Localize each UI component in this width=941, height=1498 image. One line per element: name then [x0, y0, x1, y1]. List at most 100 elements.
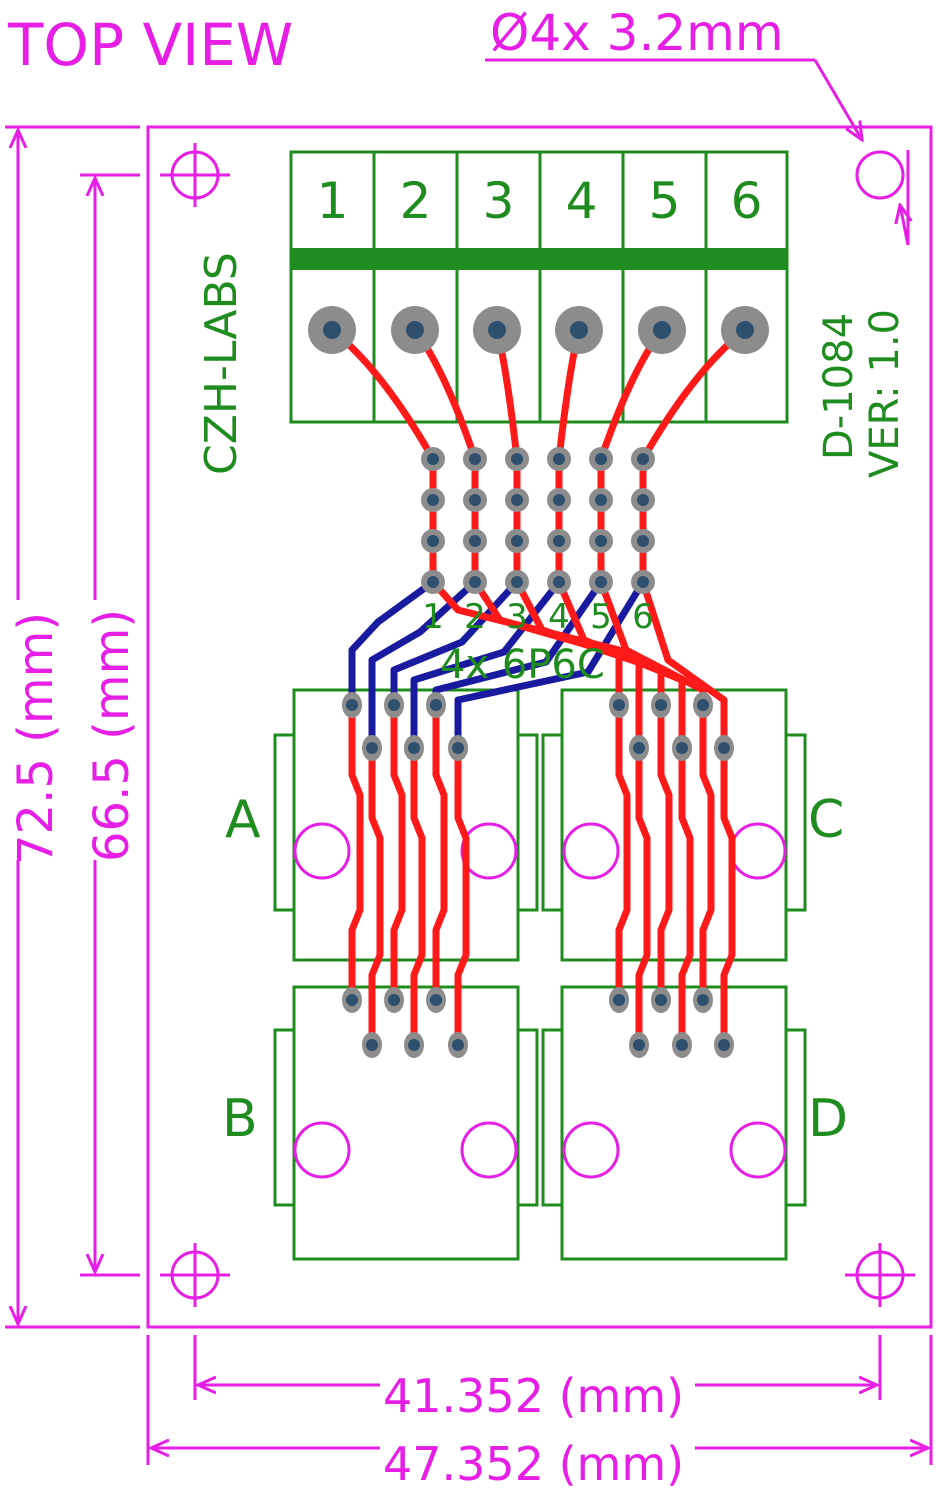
drill-hole	[595, 535, 607, 547]
drill-hole	[553, 453, 565, 465]
jack-hole-icon	[562, 822, 620, 880]
drill-hole	[718, 1039, 730, 1051]
jack-b: B	[222, 985, 539, 1261]
drill-hole	[408, 742, 420, 754]
jack-c: C	[541, 688, 844, 962]
trace	[635, 744, 651, 1049]
inner-height-dimension: 66.5 (mm)	[80, 173, 140, 1277]
outer-width-dimension: 47.352 (mm)	[146, 1335, 933, 1491]
terminal-number: 6	[731, 172, 763, 230]
drill-hole	[637, 494, 649, 506]
inner-height-label: 66.5 (mm)	[84, 609, 140, 862]
drill-hole	[346, 994, 358, 1006]
terminal-number: 2	[400, 172, 432, 230]
header-pin-number: 2	[464, 597, 486, 637]
jack-b-label: B	[222, 1089, 258, 1149]
jack-hole-icon	[460, 822, 518, 880]
jack-hole-icon	[460, 1121, 518, 1179]
drill-hole	[469, 494, 481, 506]
jack-hole-icon	[293, 822, 351, 880]
version-label: VER: 1.0	[862, 309, 908, 478]
trace	[348, 701, 364, 1004]
drill-hole	[511, 494, 523, 506]
jack-d: D	[541, 985, 848, 1261]
trace	[720, 744, 736, 1049]
drill-hole	[469, 535, 481, 547]
drill-hole	[427, 535, 439, 547]
drill-hole	[427, 453, 439, 465]
board-outline	[146, 125, 933, 1329]
copper-traces	[328, 326, 749, 1049]
header-pin-number: 1	[422, 597, 444, 637]
trace	[639, 578, 728, 752]
view-label: TOP VIEW	[7, 11, 293, 79]
mounting-holes	[160, 143, 915, 1307]
jack-a-label: A	[225, 790, 261, 850]
drill-hole	[637, 576, 649, 588]
drill-hole	[388, 699, 400, 711]
inner-width-label: 41.352 (mm)	[383, 1369, 684, 1423]
terminal-number: 5	[649, 172, 681, 230]
trace	[368, 578, 479, 752]
drill-hole	[469, 576, 481, 588]
drill-hole	[511, 576, 523, 588]
drill-hole	[452, 1039, 464, 1051]
drill-hole	[430, 994, 442, 1006]
drill-hole	[595, 453, 607, 465]
drill-hole	[388, 994, 400, 1006]
jack-a: A	[225, 688, 539, 962]
jack-c-label: C	[808, 790, 844, 850]
trace	[657, 701, 673, 1004]
drill-hole	[736, 321, 754, 339]
drill-hole	[366, 1039, 378, 1051]
header-pin-number: 6	[632, 597, 654, 637]
jack-hole-icon	[729, 822, 787, 880]
drill-hole	[553, 535, 565, 547]
part-number-label: D-1084	[816, 313, 862, 460]
trace	[615, 701, 631, 1004]
drill-hole	[595, 576, 607, 588]
inner-width-dimension: 41.352 (mm)	[193, 1335, 882, 1423]
drill-hole	[323, 321, 341, 339]
drill-hole	[427, 576, 439, 588]
drill-hole	[655, 994, 667, 1006]
connector-note: 4x 6P6C	[440, 642, 605, 688]
trace	[678, 744, 694, 1049]
drill-hole	[469, 453, 481, 465]
trace	[390, 578, 521, 709]
drill-hole	[637, 453, 649, 465]
drill-hole	[346, 699, 358, 711]
terminal-number: 1	[317, 172, 349, 230]
drill-hole	[511, 535, 523, 547]
drill-hole	[676, 1039, 688, 1051]
drill-hole	[553, 494, 565, 506]
drill-hole	[553, 576, 565, 588]
pads	[308, 306, 769, 1058]
trace	[699, 701, 715, 1004]
trace	[454, 744, 470, 1049]
header-pin-number: 5	[590, 597, 612, 637]
header-pin-number: 4	[548, 597, 570, 637]
drill-hole	[488, 321, 506, 339]
drill-hole	[633, 1039, 645, 1051]
drill-hole	[676, 742, 688, 754]
terminal-number: 4	[566, 172, 598, 230]
outer-height-dimension: 72.5 (mm)	[5, 125, 140, 1329]
brand-label: CZH-LABS	[196, 252, 247, 475]
drill-hole	[613, 699, 625, 711]
drill-hole	[366, 742, 378, 754]
drill-hole	[430, 699, 442, 711]
jack-d-label: D	[808, 1089, 848, 1149]
drill-hole	[613, 994, 625, 1006]
drill-hole	[633, 742, 645, 754]
trace	[555, 578, 686, 752]
jack-hole-icon	[293, 1121, 351, 1179]
drill-hole	[655, 699, 667, 711]
trace	[390, 701, 406, 1004]
outer-height-label: 72.5 (mm)	[8, 612, 64, 865]
header-pin-number: 3	[506, 597, 528, 637]
drill-hole	[718, 742, 730, 754]
trace	[348, 578, 437, 709]
